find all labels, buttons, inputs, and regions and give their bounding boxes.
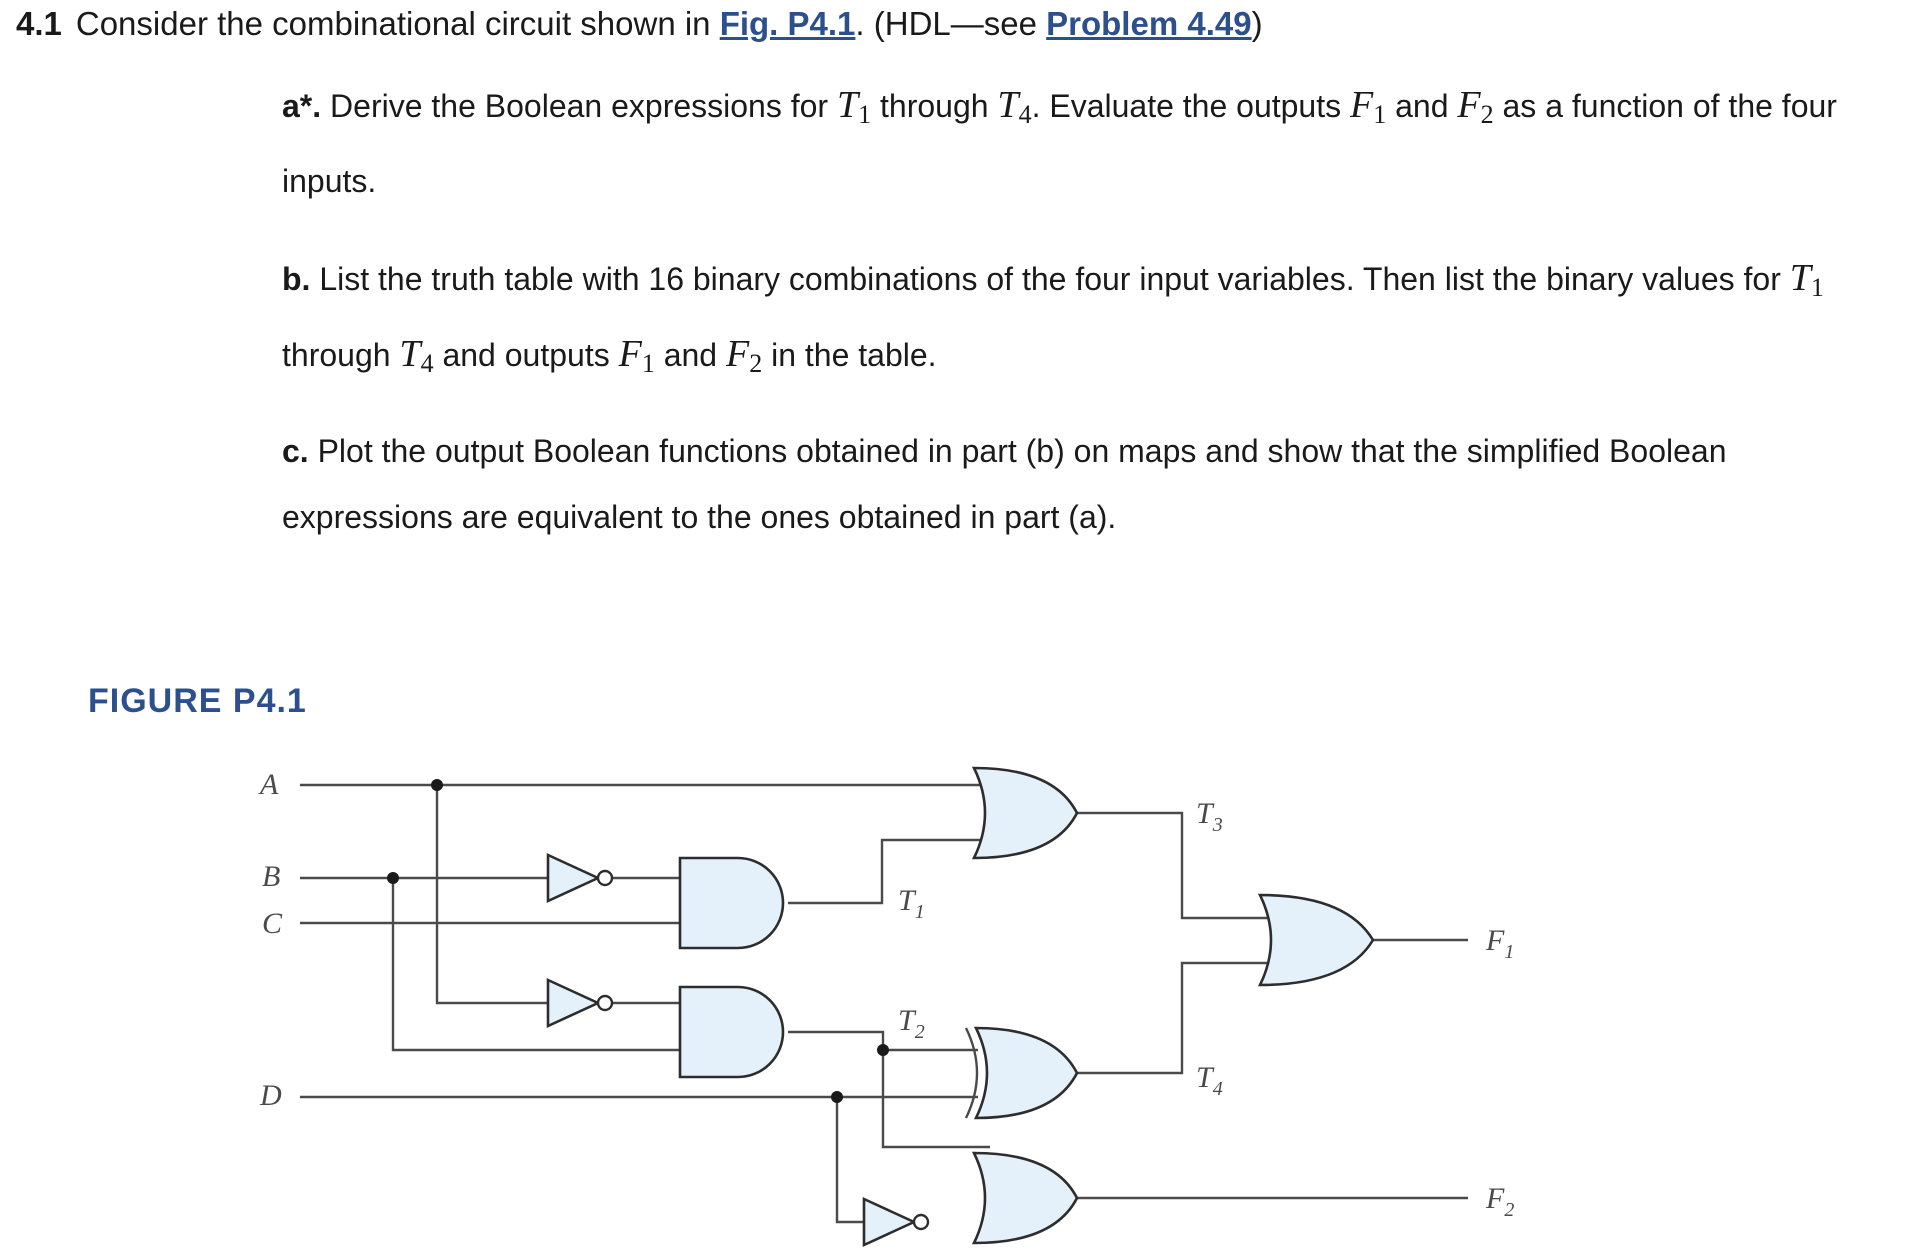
- and-gate-t2: [678, 985, 785, 1079]
- and-gate-t1: [678, 856, 785, 950]
- signal-t3-label: T3: [1196, 797, 1223, 836]
- or-gate-t3: [971, 766, 1079, 860]
- not-gate-d: [862, 1196, 930, 1248]
- input-c-label: C: [262, 907, 283, 940]
- part-c-label: c.: [282, 433, 309, 469]
- signal-t2-label: T2: [898, 1004, 925, 1043]
- junction-dot: [877, 1044, 889, 1056]
- part-a-text-1: Derive the Boolean expressions for: [330, 88, 829, 124]
- junction-dot: [431, 779, 443, 791]
- part-b-text-1: List the truth table with 16 binary comb…: [319, 261, 1781, 297]
- part-a-text-5: as a function of the four inputs.: [282, 88, 1837, 199]
- junction-dot: [387, 872, 399, 884]
- math-t4: T4: [399, 333, 434, 378]
- output-f1-label: F1: [1485, 924, 1514, 963]
- math-t1: T1: [1789, 257, 1824, 302]
- math-f2: F2: [725, 333, 763, 378]
- part-b-label: b.: [282, 261, 311, 297]
- problem-header: 4.1 Consider the combinational circuit sh…: [16, 2, 1263, 46]
- junction-dot: [831, 1091, 843, 1103]
- problem-intro: Consider the combinational circuit shown…: [75, 5, 720, 42]
- input-d-label: D: [259, 1079, 282, 1112]
- part-a: a*. Derive the Boolean expressions for T…: [282, 72, 1842, 214]
- part-b-text-2: through: [282, 337, 391, 373]
- problem-link[interactable]: Problem 4.49: [1046, 5, 1252, 42]
- math-f1: F1: [1350, 84, 1387, 129]
- part-a-text-3: . Evaluate the outputs: [1031, 88, 1342, 124]
- not-gate-b: [546, 852, 614, 904]
- math-f1: F1: [618, 333, 655, 378]
- or-gate-f2: [971, 1151, 1079, 1245]
- xor-gate-t4: [964, 1026, 1079, 1120]
- input-b-label: B: [262, 860, 280, 893]
- part-b-text-5: in the table.: [771, 337, 937, 373]
- part-a-text-4: and: [1395, 88, 1449, 124]
- not-gate-a: [546, 977, 614, 1029]
- part-a-text-2: through: [880, 88, 989, 124]
- math-t4: T4: [997, 84, 1032, 129]
- part-c-text-1: Plot the output Boolean functions obtain…: [282, 433, 1727, 535]
- wires: [300, 783, 1468, 1224]
- input-a-label: A: [258, 768, 279, 801]
- math-t1: T1: [836, 84, 872, 129]
- signal-t1-label: T1: [898, 884, 925, 923]
- signal-t4-label: T4: [1196, 1061, 1223, 1100]
- problem-mid: . (HDL—see: [855, 5, 1047, 42]
- part-b-text-3: and outputs: [442, 337, 610, 373]
- part-b: b. List the truth table with 16 binary c…: [282, 245, 1842, 397]
- part-a-label: a*.: [282, 88, 322, 124]
- output-f2-label: F2: [1485, 1182, 1514, 1221]
- part-c: c. Plot the output Boolean functions obt…: [282, 418, 1842, 550]
- problem-close: ): [1251, 5, 1263, 42]
- part-b-text-4: and: [663, 337, 718, 373]
- figure-label: FIGURE P4.1: [88, 682, 307, 720]
- problem-number: 4.1: [16, 5, 62, 42]
- figure-link[interactable]: Fig. P4.1: [719, 5, 856, 42]
- or-gate-f1: [1257, 893, 1375, 987]
- math-f2: F2: [1457, 84, 1494, 129]
